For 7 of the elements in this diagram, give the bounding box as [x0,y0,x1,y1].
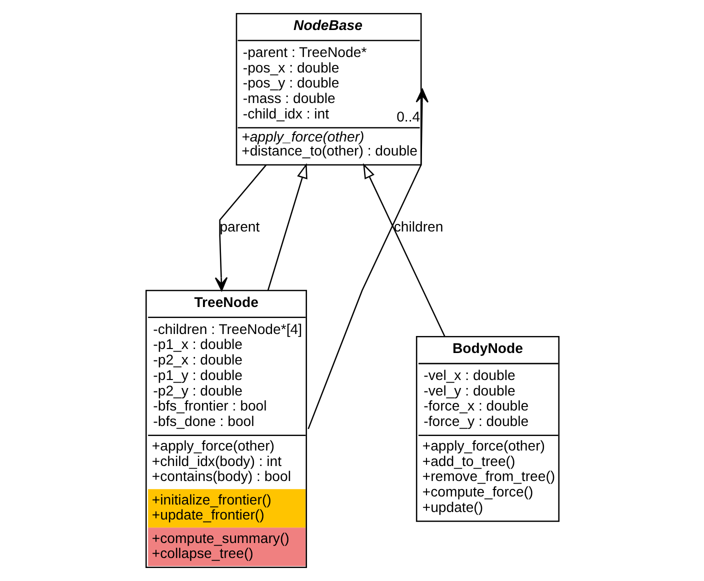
arrow [362,163,445,337]
arrow [307,88,428,430]
arrow [214,164,266,292]
arrow [266,163,307,291]
label: 0..4 [396,108,420,125]
edge-label: parent [219,218,260,234]
edge-label: children [393,218,443,234]
